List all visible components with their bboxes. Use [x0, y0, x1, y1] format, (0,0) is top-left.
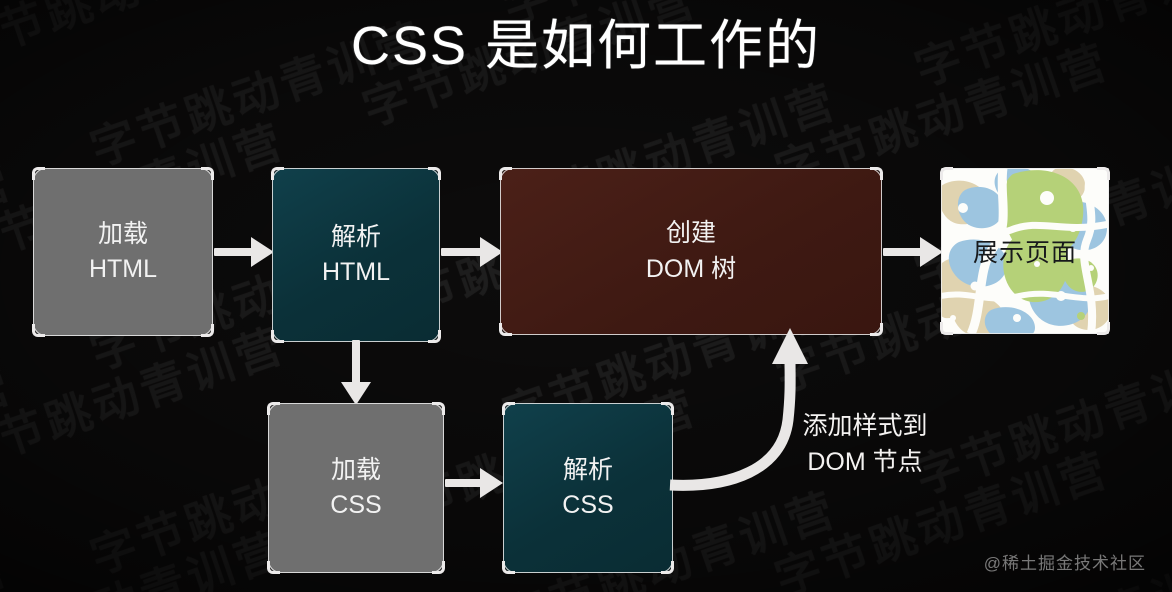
curved-arrow-label-line1: 添加样式到: [802, 412, 928, 440]
arrow-load-html-to-parse-html: [214, 237, 274, 267]
node-load-html[interactable]: 加载 HTML: [33, 168, 213, 336]
arrow-parse-html-to-create-dom: [441, 237, 503, 267]
node-load-css-line2: CSS: [330, 491, 382, 519]
node-display-page[interactable]: 展示页面: [941, 168, 1109, 334]
node-load-html-line2: HTML: [88, 255, 158, 283]
node-create-dom-line2: DOM 树: [645, 254, 737, 283]
node-load-html-line1: 加载: [97, 219, 148, 248]
node-create-dom-line1: 创建: [665, 219, 716, 247]
curved-arrow-label: 添加样式到 DOM 节点: [760, 408, 970, 481]
node-parse-html-line2: HTML: [321, 258, 391, 286]
node-parse-css-line2: CSS: [562, 491, 614, 519]
credit-watermark: @稀土掘金技术社区: [983, 554, 1146, 573]
arrow-load-css-to-parse-css: [445, 468, 503, 498]
node-load-css[interactable]: 加载 CSS: [268, 403, 444, 573]
node-load-css-line1: 加载: [330, 455, 381, 484]
node-parse-css[interactable]: 解析 CSS: [503, 403, 673, 573]
node-display-page-label: 展示页面: [972, 239, 1077, 267]
arrow-create-dom-to-display-page: [883, 237, 943, 267]
node-parse-html[interactable]: 解析 HTML: [272, 168, 440, 342]
curved-arrow-label-line2: DOM 节点: [807, 448, 923, 477]
page-title: CSS 是如何工作的: [350, 16, 822, 76]
node-parse-html-line1: 解析: [330, 222, 381, 251]
node-create-dom[interactable]: 创建 DOM 树: [500, 168, 882, 335]
node-parse-css-line1: 解析: [562, 455, 613, 484]
arrow-parse-html-to-load-css: [341, 340, 371, 406]
